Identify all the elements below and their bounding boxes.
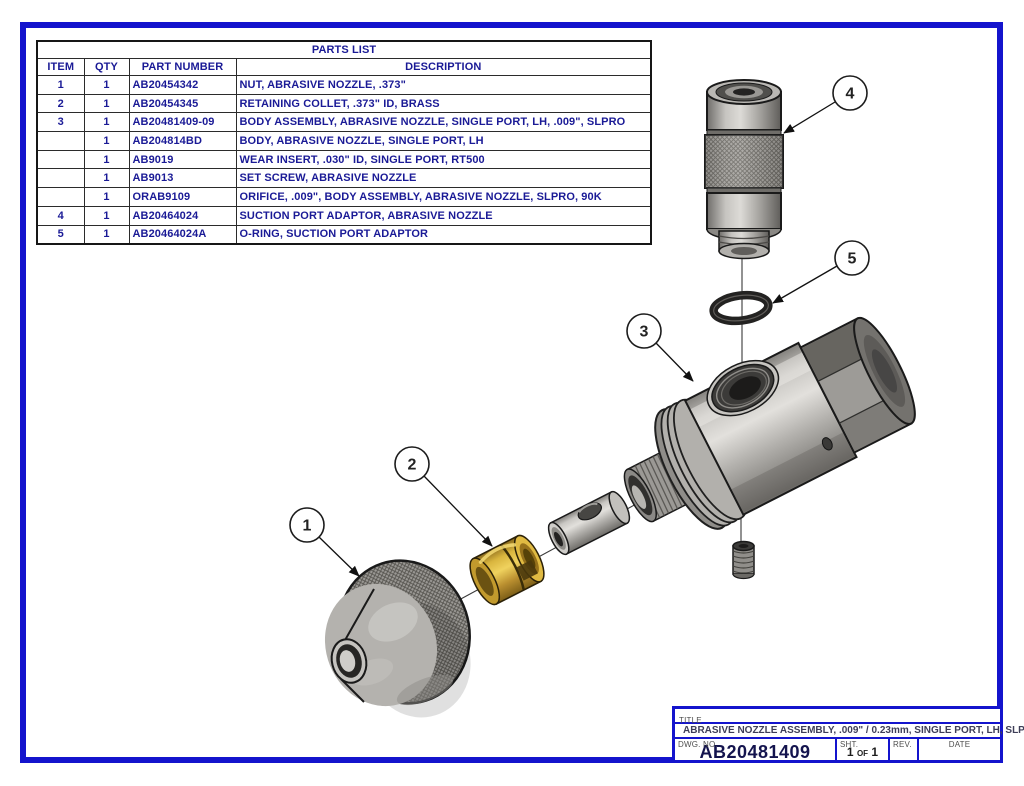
dwg-no-value: AB20481409 (699, 742, 811, 762)
table-row: 4 1 AB20464024 SUCTION PORT ADAPTOR, ABR… (36, 205, 652, 226)
balloon-leaders (318, 101, 838, 577)
sheet-page: 1 (846, 745, 854, 759)
cell-description: RETAINING COLLET, .373" ID, BRASS (235, 93, 652, 114)
balloons: 1 2 3 4 5 (289, 75, 870, 543)
col-header-part-number: PART NUMBER (128, 58, 237, 76)
title-label: TITLE (679, 716, 702, 725)
cell-part-number: ORAB9109 (128, 187, 237, 207)
balloon-4-label: 4 (846, 86, 855, 103)
balloon-1: 1 (289, 507, 325, 543)
part-retaining-collet (469, 534, 545, 606)
cell-description: ORIFICE, .009", BODY ASSEMBLY, ABRASIVE … (235, 187, 652, 207)
title-block: TITLE ABRASIVE NOZZLE ASSEMBLY, .009" / … (672, 706, 1024, 763)
sheet-total: 1 (871, 745, 879, 759)
cell-part-number: AB9019 (128, 149, 237, 170)
part-nozzle-nut (324, 559, 471, 718)
balloon-3-label: 3 (640, 324, 649, 341)
cell-qty: 1 (83, 224, 130, 245)
col-header-description: DESCRIPTION (235, 58, 652, 76)
title-block-bottom-row: DWG. NO. AB20481409 SHT. 1 OF 1 REV. DAT… (675, 739, 1000, 762)
balloon-2-label: 2 (408, 457, 417, 474)
title-block-title-label-row: TITLE (675, 709, 1000, 725)
part-body-assembly (623, 316, 916, 530)
sheet-label: SHT. (840, 740, 859, 749)
table-row: 5 1 AB20464024A O-RING, SUCTION PORT ADA… (36, 224, 652, 245)
rev-cell: REV. (890, 739, 919, 760)
sheet-cell: SHT. 1 OF 1 (837, 739, 890, 760)
date-cell: DATE (919, 739, 1000, 760)
part-o-ring (709, 290, 773, 326)
table-row: 1 ORAB9109 ORIFICE, .009", BODY ASSEMBLY… (36, 187, 652, 207)
balloon-2: 2 (394, 446, 430, 482)
part-wear-insert (547, 490, 631, 556)
date-label: DATE (948, 740, 971, 749)
balloon-4: 4 (832, 75, 868, 111)
drawing-title: ABRASIVE NOZZLE ASSEMBLY, .009" / 0.23mm… (675, 724, 1024, 739)
balloon-1-label: 1 (303, 518, 312, 535)
col-header-qty: QTY (83, 58, 130, 76)
sheet-value: 1 OF 1 (837, 745, 888, 759)
cell-description: SUCTION PORT ADAPTOR, ABRASIVE NOZZLE (235, 205, 652, 226)
col-header-item: ITEM (36, 58, 85, 76)
cell-part-number: AB9013 (128, 168, 237, 189)
sheet-of: OF (856, 749, 869, 758)
page-border (20, 22, 1003, 763)
table-row: 1 AB9013 SET SCREW, ABRASIVE NOZZLE (36, 168, 652, 189)
table-row: 2 1 AB20454345 RETAINING COLLET, .373" I… (36, 93, 652, 114)
part-set-screw (732, 540, 755, 580)
rev-label: REV. (893, 740, 912, 749)
balloon-5-label: 5 (848, 251, 857, 268)
cell-part-number: AB20464024A (128, 224, 237, 245)
parts-list-table: PARTS LIST ITEM QTY PART NUMBER DESCRIPT… (36, 40, 653, 246)
cell-description: O-RING, SUCTION PORT ADAPTOR (235, 224, 652, 245)
part-suction-port-adaptor (704, 79, 784, 260)
balloon-5: 5 (834, 240, 870, 276)
dwg-no-cell: DWG. NO. AB20481409 (675, 739, 837, 762)
dwg-no-label: DWG. NO. (678, 740, 718, 749)
parts-list-header-row: ITEM QTY PART NUMBER DESCRIPTION (36, 58, 652, 76)
cell-part-number: AB20454345 (128, 93, 237, 114)
balloon-3: 3 (626, 313, 662, 349)
